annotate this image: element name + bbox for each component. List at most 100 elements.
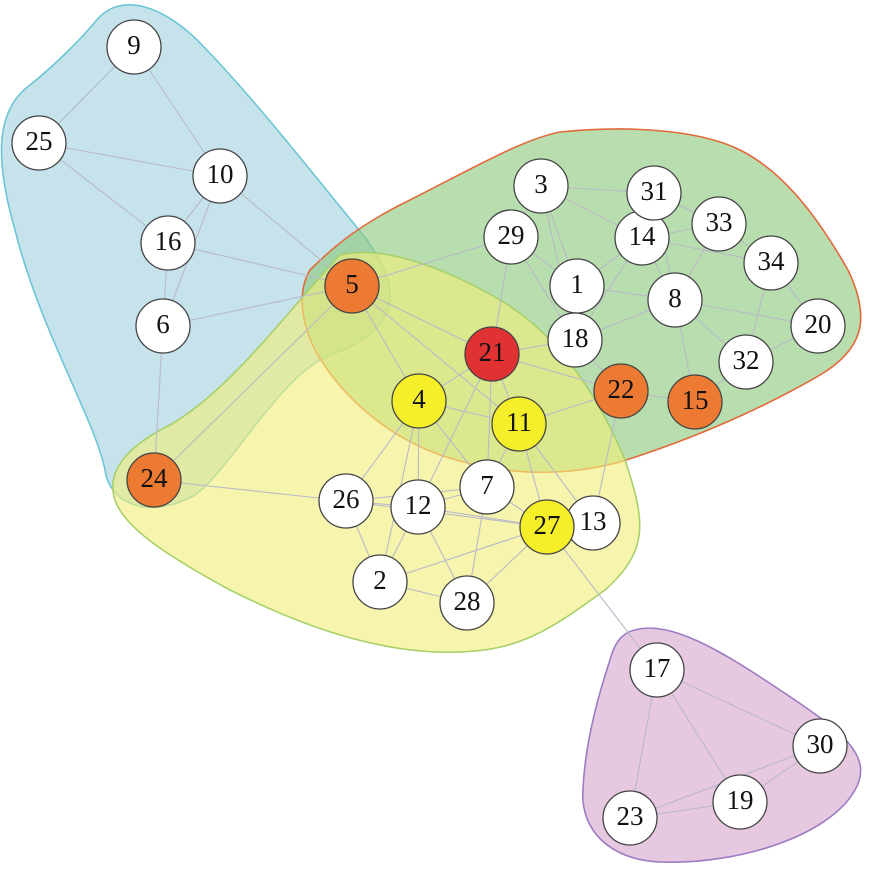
node-13[interactable]: 13 bbox=[565, 495, 621, 551]
node-circle-26 bbox=[318, 473, 374, 529]
node-29[interactable]: 29 bbox=[483, 209, 539, 265]
node-11[interactable]: 11 bbox=[491, 396, 547, 452]
node-label-32: 32 bbox=[733, 345, 760, 375]
node-circle-27 bbox=[519, 499, 575, 555]
node-label-29: 29 bbox=[498, 220, 525, 250]
node-label-17: 17 bbox=[644, 653, 671, 683]
node-4[interactable]: 4 bbox=[391, 373, 447, 429]
node-circle-18 bbox=[547, 312, 603, 368]
node-circle-29 bbox=[483, 209, 539, 265]
node-31[interactable]: 31 bbox=[626, 165, 682, 221]
node-circle-25 bbox=[11, 115, 67, 171]
node-circle-22 bbox=[593, 363, 649, 419]
node-8[interactable]: 8 bbox=[647, 272, 703, 328]
node-label-12: 12 bbox=[405, 490, 432, 520]
node-circle-3 bbox=[513, 158, 569, 214]
node-27[interactable]: 27 bbox=[519, 499, 575, 555]
node-label-4: 4 bbox=[412, 384, 426, 414]
node-circle-15 bbox=[667, 374, 723, 430]
node-6[interactable]: 6 bbox=[135, 298, 191, 354]
node-label-33: 33 bbox=[706, 207, 733, 237]
node-label-9: 9 bbox=[127, 30, 141, 60]
edge-27-17 bbox=[546, 526, 658, 671]
node-21[interactable]: 21 bbox=[464, 326, 520, 382]
node-label-26: 26 bbox=[333, 484, 360, 514]
node-label-5: 5 bbox=[345, 269, 359, 299]
node-label-10: 10 bbox=[207, 159, 234, 189]
node-33[interactable]: 33 bbox=[691, 196, 747, 252]
node-label-1: 1 bbox=[570, 269, 584, 299]
node-16[interactable]: 16 bbox=[140, 215, 196, 271]
nodes-layer: 1234567891011121314151617181920212223242… bbox=[11, 19, 848, 846]
node-label-18: 18 bbox=[562, 323, 589, 353]
node-19[interactable]: 19 bbox=[712, 774, 768, 830]
node-circle-12 bbox=[390, 479, 446, 535]
node-label-21: 21 bbox=[479, 337, 506, 367]
node-circle-10 bbox=[192, 148, 248, 204]
node-5[interactable]: 5 bbox=[324, 258, 380, 314]
node-15[interactable]: 15 bbox=[667, 374, 723, 430]
node-label-11: 11 bbox=[506, 407, 532, 437]
node-label-7: 7 bbox=[480, 470, 494, 500]
node-label-16: 16 bbox=[155, 226, 182, 256]
edge-6-5 bbox=[162, 285, 353, 327]
node-9[interactable]: 9 bbox=[106, 19, 162, 75]
node-circle-17 bbox=[629, 642, 685, 698]
node-10[interactable]: 10 bbox=[192, 148, 248, 204]
node-7[interactable]: 7 bbox=[459, 459, 515, 515]
node-circle-6 bbox=[135, 298, 191, 354]
node-circle-28 bbox=[439, 575, 495, 631]
node-circle-33 bbox=[691, 196, 747, 252]
edge-24-5 bbox=[153, 285, 353, 481]
node-20[interactable]: 20 bbox=[790, 298, 846, 354]
node-24[interactable]: 24 bbox=[126, 452, 182, 508]
node-label-22: 22 bbox=[608, 374, 635, 404]
edge-26-27 bbox=[345, 500, 548, 528]
node-1[interactable]: 1 bbox=[549, 258, 605, 314]
node-circle-24 bbox=[126, 452, 182, 508]
node-label-34: 34 bbox=[758, 246, 786, 276]
node-22[interactable]: 22 bbox=[593, 363, 649, 419]
node-14[interactable]: 14 bbox=[614, 210, 670, 266]
node-32[interactable]: 32 bbox=[718, 334, 774, 390]
node-23[interactable]: 23 bbox=[602, 790, 658, 846]
node-label-13: 13 bbox=[580, 506, 607, 536]
node-17[interactable]: 17 bbox=[629, 642, 685, 698]
node-12[interactable]: 12 bbox=[390, 479, 446, 535]
node-circle-31 bbox=[626, 165, 682, 221]
edge-25-10 bbox=[38, 142, 221, 177]
edge-17-30 bbox=[656, 669, 821, 747]
node-circle-11 bbox=[491, 396, 547, 452]
node-label-24: 24 bbox=[141, 463, 169, 493]
node-26[interactable]: 26 bbox=[318, 473, 374, 529]
edge-5-11 bbox=[351, 285, 520, 425]
node-18[interactable]: 18 bbox=[547, 312, 603, 368]
node-circle-16 bbox=[140, 215, 196, 271]
node-2[interactable]: 2 bbox=[352, 554, 408, 610]
edge-24-26 bbox=[153, 479, 347, 502]
edge-5-29 bbox=[351, 236, 512, 287]
node-circle-20 bbox=[790, 298, 846, 354]
node-34[interactable]: 34 bbox=[743, 235, 799, 291]
node-circle-9 bbox=[106, 19, 162, 75]
node-circle-8 bbox=[647, 272, 703, 328]
node-28[interactable]: 28 bbox=[439, 575, 495, 631]
node-30[interactable]: 30 bbox=[792, 718, 848, 774]
edge-2-27 bbox=[379, 526, 548, 583]
edge-10-5 bbox=[219, 175, 353, 287]
edge-16-5 bbox=[167, 242, 353, 287]
node-label-19: 19 bbox=[727, 785, 754, 815]
node-label-20: 20 bbox=[805, 309, 832, 339]
node-label-27: 27 bbox=[534, 510, 561, 540]
node-label-2: 2 bbox=[373, 565, 387, 595]
node-circle-23 bbox=[602, 790, 658, 846]
node-3[interactable]: 3 bbox=[513, 158, 569, 214]
node-label-14: 14 bbox=[629, 221, 657, 251]
node-label-30: 30 bbox=[807, 729, 834, 759]
node-label-8: 8 bbox=[668, 283, 682, 313]
node-25[interactable]: 25 bbox=[11, 115, 67, 171]
node-circle-21 bbox=[464, 326, 520, 382]
node-label-25: 25 bbox=[26, 126, 53, 156]
